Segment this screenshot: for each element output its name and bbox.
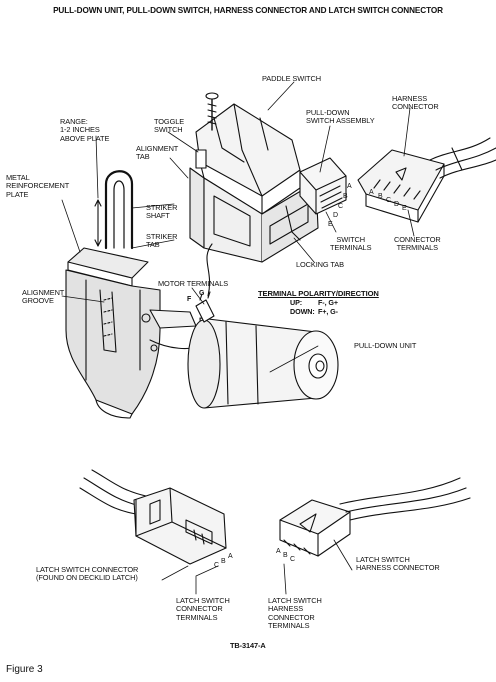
label-toggle-switch: TOGGLE SWITCH bbox=[154, 117, 185, 135]
label-harness-connector: HARNESS CONNECTOR bbox=[392, 94, 439, 112]
latch-switch-harness-connector-drawing bbox=[279, 477, 471, 557]
polarity-down-label: DOWN: bbox=[290, 307, 315, 316]
label-alignment-tab: ALIGNMENT TAB bbox=[136, 144, 179, 162]
label-paddle-switch: PADDLE SWITCH bbox=[262, 74, 321, 83]
label-striker-shaft: STRIKER SHAFT bbox=[146, 203, 178, 221]
switch-terminal-a: A bbox=[347, 183, 352, 190]
label-motor-terminals: MOTOR TERMINALS bbox=[158, 279, 229, 288]
label-pull-down-unit: PULL-DOWN UNIT bbox=[354, 341, 417, 350]
leader-lines bbox=[61, 81, 415, 595]
label-pull-down-switch-assembly: PULL-DOWN SWITCH ASSEMBLY bbox=[306, 108, 375, 126]
figure-id: TB-3147-A bbox=[230, 641, 266, 650]
label-striker-tab: STRIKER TAB bbox=[146, 232, 178, 250]
pull-down-switch-assembly-drawing bbox=[189, 92, 347, 263]
label-latch-switch-harness-connector: LATCH SWITCH HARNESS CONNECTOR bbox=[356, 555, 440, 573]
switch-terminal-d: D bbox=[333, 212, 338, 219]
harness-connector-drawing bbox=[357, 137, 496, 223]
diagram-title: PULL-DOWN UNIT, PULL-DOWN SWITCH, HARNES… bbox=[53, 6, 443, 15]
latch-connector-terminal-a: A bbox=[228, 553, 233, 560]
latch-switch-connector-drawing bbox=[79, 469, 227, 565]
label-latch-switch-connector: LATCH SWITCH CONNECTOR (FOUND ON DECKLID… bbox=[36, 565, 139, 583]
latch-harness-terminal-c: C bbox=[290, 556, 295, 563]
latch-harness-terminal-a: A bbox=[276, 548, 281, 555]
switch-terminal-c: C bbox=[338, 203, 343, 210]
label-latch-switch-connector-terminals: LATCH SWITCH CONNECTOR TERMINALS bbox=[176, 596, 230, 622]
harness-terminal-b: B bbox=[378, 193, 383, 200]
label-locking-tab: LOCKING TAB bbox=[296, 260, 344, 269]
label-range: RANGE: 1-2 INCHES ABOVE PLATE bbox=[60, 117, 110, 143]
latch-connector-terminal-b: B bbox=[221, 558, 226, 565]
harness-terminal-e: E bbox=[402, 205, 407, 212]
latch-connector-terminal-c: C bbox=[214, 562, 219, 569]
label-metal-reinforcement-plate: METAL REINFORCEMENT PLATE bbox=[6, 173, 70, 199]
polarity-heading: TERMINAL POLARITY/DIRECTION bbox=[258, 289, 379, 298]
switch-terminal-b: B bbox=[343, 193, 348, 200]
pull-down-unit-drawing bbox=[65, 170, 339, 419]
label-switch-terminals: SWITCH TERMINALS bbox=[330, 235, 372, 253]
harness-terminal-a: A bbox=[369, 189, 374, 196]
polarity-up-label: UP: bbox=[290, 298, 303, 307]
harness-terminal-c: C bbox=[386, 197, 391, 204]
harness-terminal-d: D bbox=[394, 201, 399, 208]
polarity-down-value: F+, G- bbox=[318, 307, 338, 316]
label-latch-switch-harness-connector-terminals: LATCH SWITCH HARNESS CONNECTOR TERMINALS bbox=[268, 596, 322, 631]
motor-terminal-g: G bbox=[199, 290, 205, 297]
label-alignment-groove: ALIGNMENT GROOVE bbox=[22, 288, 65, 306]
figure-caption: Figure 3 bbox=[6, 664, 43, 675]
switch-terminal-e: E bbox=[328, 221, 333, 228]
latch-harness-terminal-b: B bbox=[283, 552, 288, 559]
label-connector-terminals: CONNECTOR TERMINALS bbox=[394, 235, 441, 253]
motor-terminal-f: F bbox=[187, 296, 192, 303]
polarity-up-value: F-, G+ bbox=[318, 298, 338, 307]
